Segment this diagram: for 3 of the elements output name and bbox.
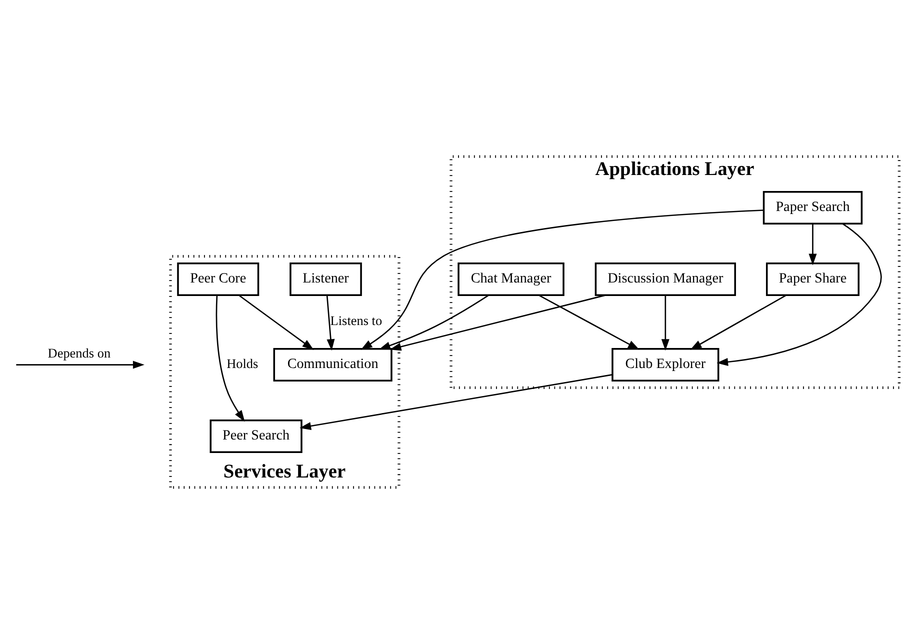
edge-label: Listens to bbox=[330, 313, 382, 328]
legend-label: Depends on bbox=[48, 346, 111, 361]
edge-label: Holds bbox=[226, 356, 258, 371]
